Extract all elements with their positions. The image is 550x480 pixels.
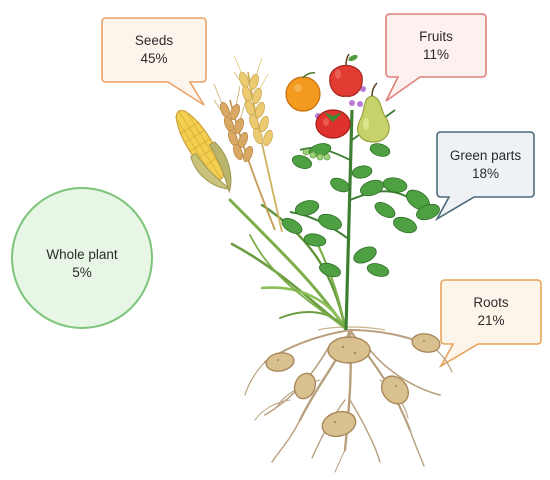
fruits-name: Fruits [419, 29, 453, 44]
fruits-label: Fruits 11% [386, 28, 486, 64]
whole-plant-label: Whole plant 5% [12, 246, 152, 282]
potato-tuber-icon [411, 333, 441, 353]
whole-plant-name: Whole plant [46, 247, 118, 262]
roots-value: 21% [477, 313, 505, 328]
tomato-icon [315, 109, 351, 139]
green-leaves [281, 123, 440, 278]
seeds-name: Seeds [134, 33, 174, 48]
green-parts-label: Green parts 18% [437, 147, 534, 183]
potato-tuber-icon [293, 372, 317, 400]
roots-label: Roots 21% [441, 294, 541, 330]
potato-tuber-icon [380, 375, 410, 405]
green-pea-pods [302, 148, 331, 161]
seeds-callout-box [101, 17, 207, 106]
roots-name: Roots [473, 295, 509, 310]
pear-icon [357, 82, 390, 143]
cereal-leaves [228, 198, 347, 330]
fruits-value: 11% [422, 47, 450, 62]
whole-plant-circle [11, 187, 153, 329]
green-parts-value: 18% [471, 166, 500, 181]
wheat-ear-icon [213, 83, 276, 231]
seeds-label: Seeds 45% [102, 32, 206, 68]
green-parts-callout-box [434, 131, 535, 222]
whole-plant-value: 5% [72, 265, 92, 280]
orange-icon [285, 72, 321, 112]
green-parts-name: Green parts [449, 148, 522, 163]
fruits-callout-box [385, 13, 487, 102]
potato-tubers [265, 333, 441, 438]
corn-cob-icon [174, 109, 232, 194]
potato-tuber-icon [327, 336, 371, 364]
potato-tuber-icon [265, 352, 295, 372]
apple-icon [329, 53, 363, 97]
wheat-ear-icon [233, 55, 283, 233]
seeds-value: 45% [140, 51, 168, 66]
potato-tuber-icon [321, 410, 357, 438]
roots-callout-box [438, 279, 542, 369]
